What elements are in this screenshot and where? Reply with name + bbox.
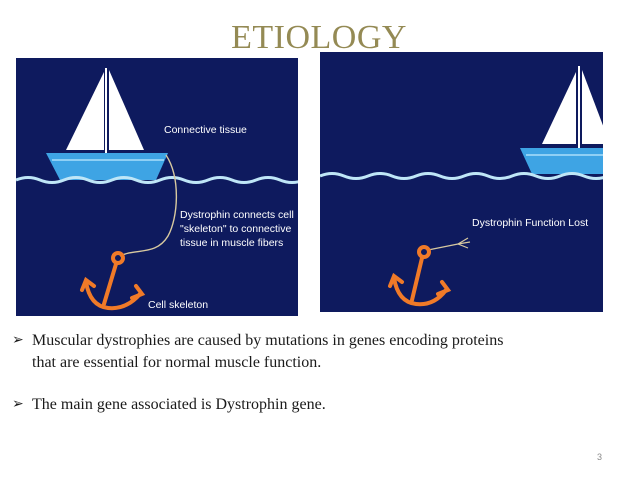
- bullet-arrow-icon: ➢: [12, 333, 24, 348]
- left-illustration: Connective tissue Dystrophin connects ce…: [16, 68, 298, 311]
- broken-rope: [427, 237, 471, 251]
- label-dystrophin-line3: tissue in muscle fibers: [180, 237, 283, 249]
- wave-line: [320, 172, 603, 180]
- label-dystrophin-line2: "skeleton" to connective: [180, 223, 292, 235]
- bullet-text-line: that are essential for normal muscle fun…: [32, 354, 322, 371]
- wave-line: [16, 176, 298, 184]
- bullet-text-line: The main gene associated is Dystrophin g…: [32, 396, 326, 413]
- label-function-lost: Dystrophin Function Lost: [472, 217, 588, 229]
- bullet-item: ➢ Muscular dystrophies are caused by mut…: [12, 330, 622, 374]
- right-illustration-panel: Dystrophin Function Lost: [320, 52, 603, 312]
- left-illustration-panel: Connective tissue Dystrophin connects ce…: [16, 58, 298, 316]
- right-illustration: Dystrophin Function Lost: [320, 66, 603, 307]
- label-dystrophin-line1: Dystrophin connects cell: [180, 209, 294, 221]
- label-connective-tissue: Connective tissue: [164, 124, 247, 136]
- dystrophin-rope: [119, 154, 178, 257]
- bullet-list: ➢ Muscular dystrophies are caused by mut…: [12, 330, 622, 416]
- page-number: 3: [596, 452, 602, 462]
- bullet-arrow-icon: ➢: [12, 397, 24, 412]
- anchor-icon: [388, 245, 452, 307]
- sailboat-icon: [520, 66, 603, 174]
- label-cell-skeleton: Cell skeleton: [148, 299, 208, 311]
- bullet-item: ➢ The main gene associated is Dystrophin…: [12, 394, 622, 416]
- bullet-text-line: Muscular dystrophies are caused by mutat…: [32, 332, 504, 349]
- slide-title: ETIOLOGY: [231, 19, 407, 56]
- sailboat-icon: [46, 68, 168, 180]
- anchor-icon: [80, 251, 146, 311]
